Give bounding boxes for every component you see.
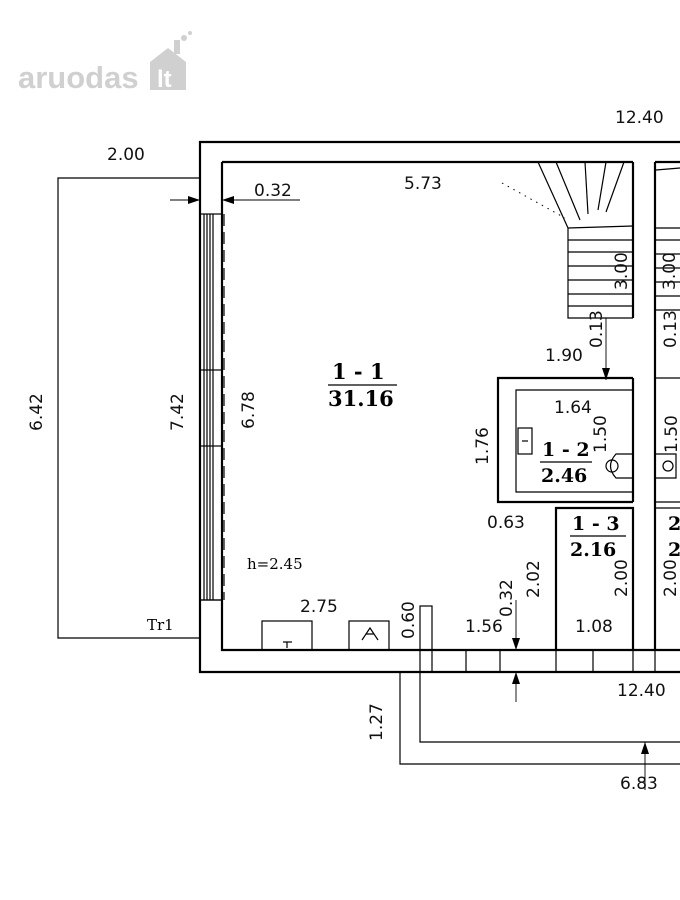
terrace-label: Tr1 (147, 616, 174, 634)
front-wall-details (261, 605, 656, 673)
dim-porch-length: 6.83 (620, 774, 658, 794)
dim-front-length: 2.75 (300, 597, 338, 617)
watermark-logo: aruodas lt (18, 31, 192, 95)
dim-offset-right: 0.13 (661, 310, 680, 348)
dim-stair-right: 3.00 (660, 252, 680, 290)
toilet-icon (609, 453, 633, 479)
room-id-1-3: 1 - 3 (572, 513, 620, 535)
room-label-2: 2 2 (668, 513, 680, 561)
dim-inner-top: 5.73 (404, 174, 442, 194)
dim-r4-depth: 2.00 (661, 559, 680, 597)
watermark-suffix: lt (157, 66, 172, 93)
room-id-1-2: 1 - 2 (542, 439, 590, 461)
room-label-1-2: 1 - 2 2.46 (540, 439, 592, 487)
dim-wc-depth-right: 1.50 (662, 415, 680, 453)
terrace-outline (57, 177, 200, 639)
dim-stair-left: 3.00 (612, 252, 632, 290)
dim-front-gap: 0.60 (399, 601, 419, 639)
dim-r3-depth: 2.00 (612, 559, 632, 597)
toilet-icon-right (662, 460, 674, 472)
ceiling-height-note: h=2.45 (247, 555, 303, 573)
room-label-1-1: 1 - 1 31.16 (328, 359, 397, 411)
dim-total-bottom: 12.40 (617, 681, 666, 701)
chimney-icon (174, 40, 180, 54)
staircase (501, 161, 680, 650)
dim-front-seg: 1.56 (465, 617, 503, 637)
gas-icon (361, 626, 379, 641)
house-icon (150, 48, 186, 90)
dim-r3-width: 1.08 (575, 617, 613, 637)
dim-total-top: 12.40 (615, 108, 664, 128)
dim-door-offset: 0.32 (497, 579, 517, 617)
dim-porch-depth: 1.27 (367, 703, 387, 741)
watermark-brand: aruodas (18, 60, 139, 95)
dim-door-height: 2.02 (524, 560, 544, 598)
dimension-lines (170, 196, 649, 790)
smoke-icon (181, 35, 187, 41)
dim-corridor: 1.90 (545, 346, 583, 366)
dim-terrace-depth: 6.42 (27, 393, 47, 431)
dim-wc-depth-left: 1.50 (591, 415, 611, 453)
dim-room-depth: 6.78 (239, 391, 259, 429)
room-area-1-3: 2.16 (570, 539, 616, 561)
dim-terrace-width: 2.00 (107, 145, 145, 165)
room-id-1-1: 1 - 1 (332, 359, 385, 384)
dim-wc-width: 1.64 (554, 398, 592, 418)
dim-wall-offset: 0.32 (254, 181, 292, 201)
boiler-unit (348, 620, 390, 651)
sink-icon (517, 427, 533, 455)
room-area-1-1: 31.16 (328, 386, 394, 411)
room-area-2: 2 (668, 539, 680, 561)
window-wall (199, 213, 225, 601)
dim-partition: 0.63 (487, 513, 525, 533)
room-label-1-3: 1 - 3 2.16 (570, 513, 626, 561)
storage-room (554, 506, 680, 650)
wc-room (496, 376, 680, 504)
room-id-2: 2 (668, 513, 680, 535)
room-area-1-2: 2.46 (541, 465, 587, 487)
dim-wc-outer: 1.76 (473, 427, 493, 465)
heater-unit (261, 620, 313, 651)
dim-window-wall: 7.42 (168, 393, 188, 431)
outer-walls (198, 140, 680, 674)
dim-offset-left: 0.13 (587, 310, 607, 348)
porch-outline (399, 672, 680, 765)
